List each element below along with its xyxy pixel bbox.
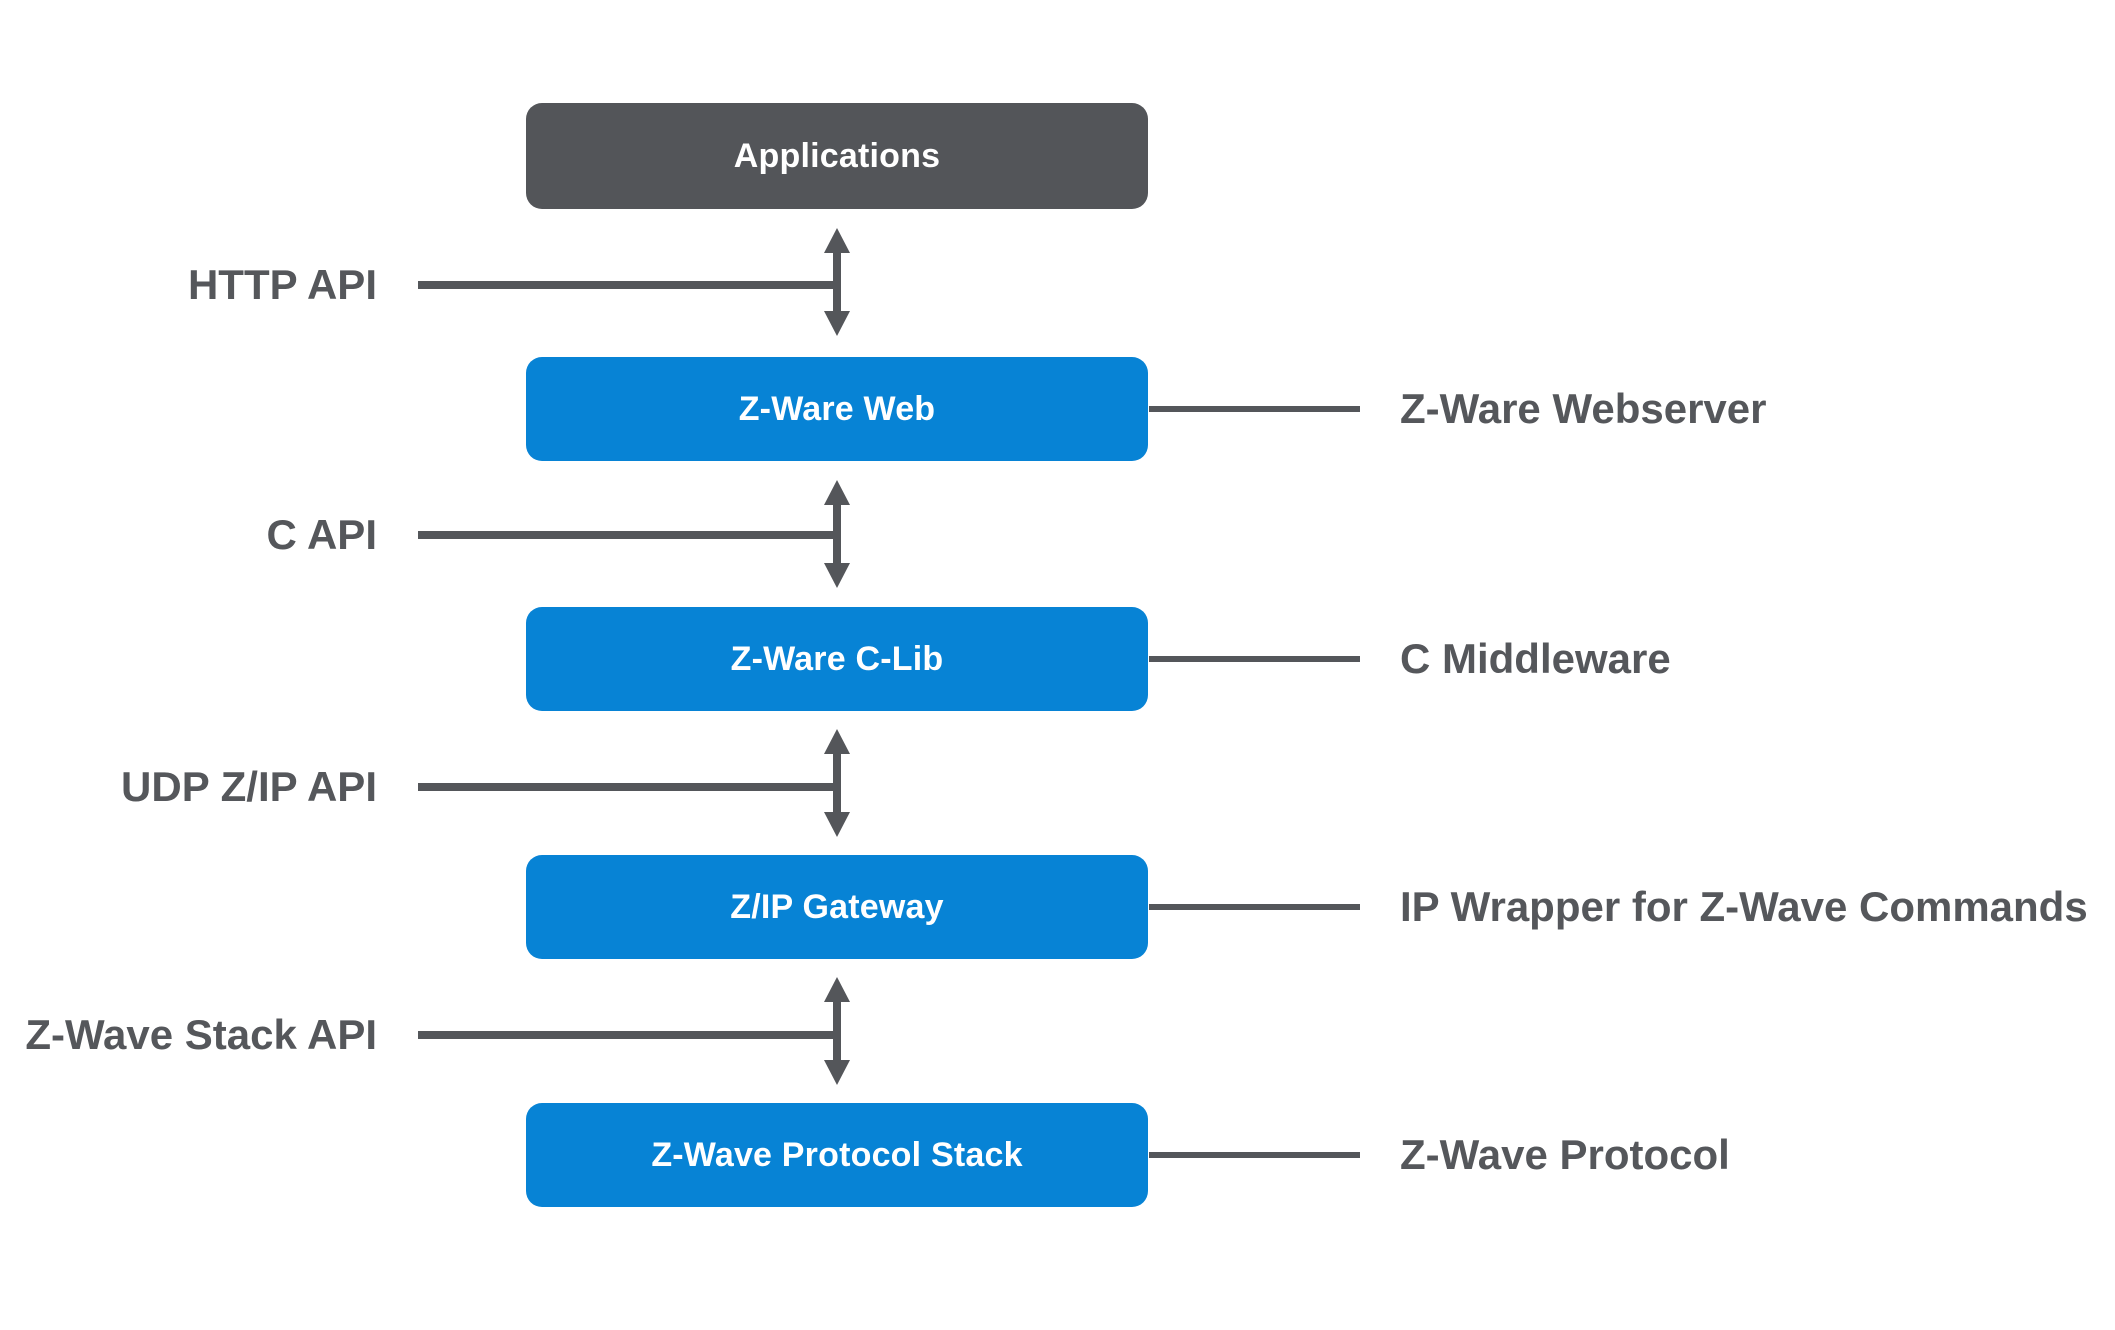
annotation-ip-wrapper: IP Wrapper for Z-Wave Commands bbox=[1400, 883, 2088, 930]
api-label-c: C API bbox=[266, 511, 377, 558]
arrow-up-icon bbox=[824, 480, 850, 505]
arrow-shaft bbox=[833, 505, 841, 563]
arrow-shaft bbox=[833, 253, 841, 311]
arrow-up-icon bbox=[824, 228, 850, 253]
box-zip-gateway-label: Z/IP Gateway bbox=[730, 887, 944, 926]
box-zware-web: Z-Ware Web bbox=[526, 357, 1148, 461]
box-zwave-protocol-stack-label: Z-Wave Protocol Stack bbox=[651, 1135, 1023, 1174]
arrow-up-icon bbox=[824, 729, 850, 754]
arrow-down-icon bbox=[824, 1060, 850, 1085]
connector-line-udp-zip-api bbox=[418, 783, 833, 791]
connector-line-ip-wrapper bbox=[1149, 904, 1360, 910]
box-zware-clib-label: Z-Ware C-Lib bbox=[730, 639, 944, 678]
box-applications-label: Applications bbox=[733, 136, 941, 175]
arrow-down-icon bbox=[824, 812, 850, 837]
connector-line-http-api bbox=[418, 281, 833, 289]
box-applications: Applications bbox=[526, 103, 1148, 209]
arrow-shaft bbox=[833, 1002, 841, 1060]
box-zware-web-label: Z-Ware Web bbox=[738, 389, 936, 428]
connector-line-c-api bbox=[418, 531, 833, 539]
connector-line-c-middleware bbox=[1149, 656, 1360, 662]
double-arrow-udp-zip-api bbox=[824, 729, 850, 837]
connector-line-zwave-protocol bbox=[1149, 1152, 1360, 1158]
annotation-zware-webserver: Z-Ware Webserver bbox=[1400, 385, 1767, 432]
arrow-down-icon bbox=[824, 563, 850, 588]
api-label-zwave-stack: Z-Wave Stack API bbox=[25, 1011, 377, 1058]
annotation-c-middleware: C Middleware bbox=[1400, 635, 1671, 682]
box-zwave-protocol-stack: Z-Wave Protocol Stack bbox=[526, 1103, 1148, 1207]
api-label-udp-zip: UDP Z/IP API bbox=[121, 763, 377, 810]
connector-line-zwave-stack-api bbox=[418, 1031, 833, 1039]
double-arrow-c-api bbox=[824, 480, 850, 588]
box-zware-clib: Z-Ware C-Lib bbox=[526, 607, 1148, 711]
arrow-up-icon bbox=[824, 977, 850, 1002]
double-arrow-http-api bbox=[824, 228, 850, 336]
arrow-shaft bbox=[833, 754, 841, 812]
api-label-http: HTTP API bbox=[187, 261, 377, 308]
annotation-zwave-protocol: Z-Wave Protocol bbox=[1400, 1131, 1730, 1178]
double-arrow-zwave-stack-api bbox=[824, 977, 850, 1085]
arrow-down-icon bbox=[824, 311, 850, 336]
connector-line-zware-webserver bbox=[1149, 406, 1360, 412]
box-zip-gateway: Z/IP Gateway bbox=[526, 855, 1148, 959]
